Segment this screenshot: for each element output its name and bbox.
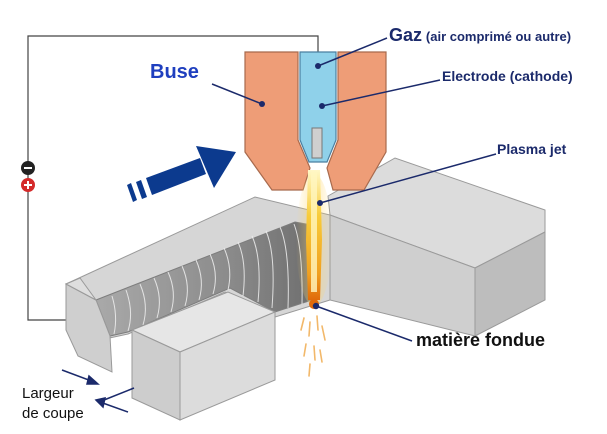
label-electrode: Electrode (cathode)	[442, 68, 573, 84]
positive-terminal-icon	[21, 178, 35, 192]
label-matiere-fondue: matière fondue	[416, 330, 546, 350]
label-largeur-line1: Largeur	[22, 385, 74, 402]
label-gaz-detail: (air comprimé ou autre)	[425, 29, 572, 44]
label-gaz: Gaz (air comprimé ou autre)	[389, 26, 571, 44]
workpiece-left-block	[64, 277, 113, 373]
sparks	[300, 315, 326, 377]
leader-lines	[211, 37, 497, 342]
workpiece-front-block	[130, 291, 277, 421]
label-largeur-line2: de coupe	[22, 405, 84, 422]
label-plasma-jet: Plasma jet	[497, 141, 567, 157]
nozzle	[244, 51, 387, 191]
negative-terminal-icon	[21, 161, 35, 175]
electrode	[299, 51, 337, 163]
direction-arrow-icon	[127, 146, 236, 202]
kerf-width-arrows	[61, 369, 135, 413]
label-buse: Buse	[150, 61, 199, 83]
label-gaz-title: Gaz	[389, 25, 423, 45]
circuit-wire	[27, 35, 319, 321]
leader-dots	[259, 63, 325, 310]
label-largeur-de-coupe: Largeur de coupe	[22, 384, 84, 424]
